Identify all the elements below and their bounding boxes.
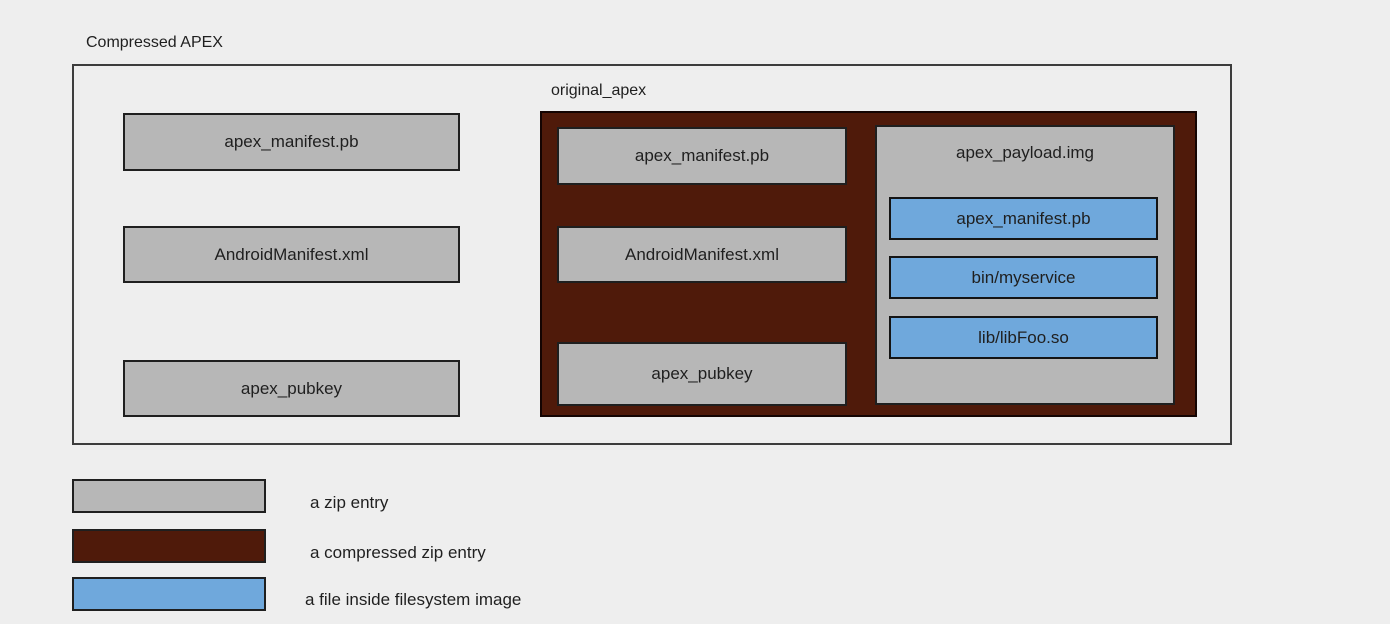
payload-file-apex-manifest-pb: apex_manifest.pb <box>889 197 1158 240</box>
inner-zip-entry-android-manifest-xml: AndroidManifest.xml <box>557 226 847 283</box>
apex-payload-img-title: apex_payload.img <box>956 143 1094 162</box>
zip-entry-label: apex_pubkey <box>240 378 343 398</box>
zip-entry-label: apex_pubkey <box>651 364 753 383</box>
legend-label-filesystem-file: a file inside filesystem image <box>305 590 522 609</box>
zip-entry-apex-manifest-pb: apex_manifest.pb <box>123 113 460 171</box>
compressed-apex-container: apex_manifest.pb AndroidManifest.xml ape… <box>72 64 1232 445</box>
inner-zip-entry-apex-manifest-pb: apex_manifest.pb <box>557 127 847 185</box>
original-apex-title: original_apex <box>551 82 647 99</box>
payload-file-bin-myservice: bin/myservice <box>889 256 1158 299</box>
zip-entry-label: AndroidManifest.xml <box>624 244 779 264</box>
compressed-apex-title: Compressed APEX <box>86 34 223 51</box>
zip-entry-label: AndroidManifest.xml <box>214 244 369 264</box>
zip-entry-label: apex_manifest.pb <box>634 146 770 165</box>
zip-entry-label: apex_manifest.pb <box>224 132 359 151</box>
apex-payload-img-entry: apex_payload.img apex_manifest.pb bin/my… <box>875 125 1175 405</box>
legend-swatch-compressed-zip-entry <box>72 529 266 563</box>
zip-entry-apex-pubkey: apex_pubkey <box>123 360 460 417</box>
legend-label-compressed-zip-entry: a compressed zip entry <box>310 543 486 562</box>
original-apex-compressed-entry: apex_manifest.pb AndroidManifest.xml ape… <box>540 111 1197 417</box>
payload-file-label: apex_manifest.pb <box>956 208 1091 228</box>
inner-zip-entry-apex-pubkey: apex_pubkey <box>557 342 847 406</box>
payload-file-label: bin/myservice <box>971 267 1076 287</box>
payload-file-label: lib/libFoo.so <box>978 327 1069 347</box>
payload-file-lib-libfoo-so: lib/libFoo.so <box>889 316 1158 359</box>
zip-entry-android-manifest-xml: AndroidManifest.xml <box>123 226 460 283</box>
legend-label-zip-entry: a zip entry <box>310 493 389 512</box>
legend-swatch-zip-entry <box>72 479 266 513</box>
legend-swatch-filesystem-file <box>72 577 266 611</box>
